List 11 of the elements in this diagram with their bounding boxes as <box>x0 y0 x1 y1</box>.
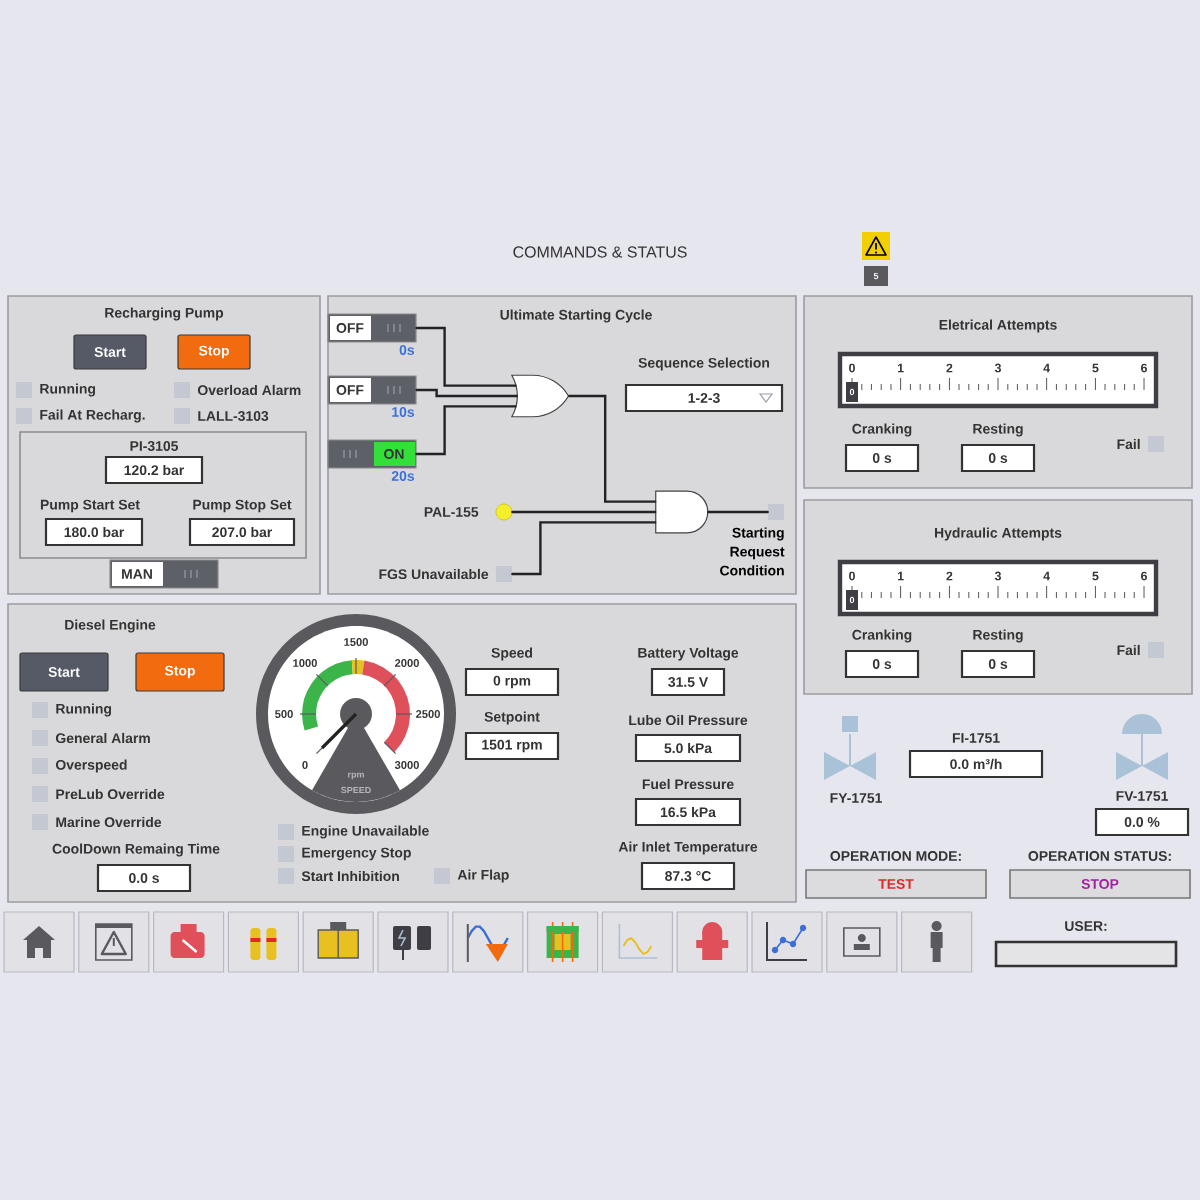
wire <box>415 326 517 387</box>
wire <box>511 510 657 514</box>
wire <box>511 521 657 576</box>
wire <box>707 510 769 514</box>
wire <box>415 405 517 456</box>
and-gate <box>655 490 709 534</box>
group-frame <box>19 431 307 559</box>
valve-symbol <box>1116 714 1168 780</box>
wire <box>415 388 518 398</box>
wire <box>567 394 657 503</box>
or-gate <box>511 374 570 418</box>
